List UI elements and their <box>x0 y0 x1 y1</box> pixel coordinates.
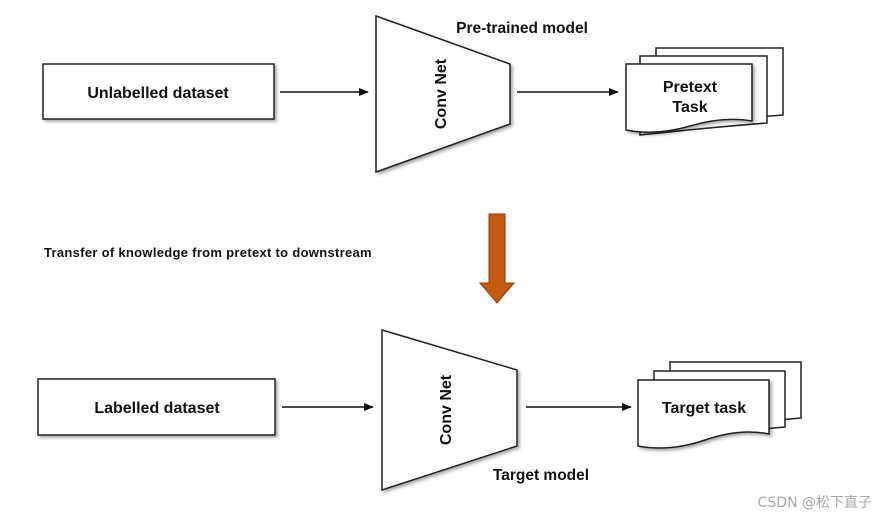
pretrained-model-caption: Pre-trained model <box>456 20 588 37</box>
transfer-arrow-icon <box>478 213 516 304</box>
convnet-label-bottom: Conv Net <box>438 374 455 445</box>
transfer-section: Transfer of knowledge from pretext to do… <box>44 213 516 304</box>
top-pipeline: Unlabelled dataset Conv Net Pre-trained … <box>42 14 784 174</box>
target-convnet: Conv Net <box>381 328 518 492</box>
unlabelled-dataset-box: Unlabelled dataset <box>42 63 275 120</box>
pretext-task-documents: Pretext Task <box>625 47 784 136</box>
watermark-text: CSDN @松下直子 <box>757 495 872 511</box>
target-task-documents: Target task <box>637 361 802 449</box>
pretext-task-label-line1: Pretext <box>663 79 718 96</box>
pretext-task-label-line2: Task <box>672 99 707 116</box>
labelled-dataset-label: Labelled dataset <box>94 400 220 417</box>
bottom-pipeline: Labelled dataset Conv Net Target model T… <box>37 328 802 492</box>
convnet-label-top: Conv Net <box>433 58 450 129</box>
target-model-caption: Target model <box>493 467 589 484</box>
labelled-dataset-box: Labelled dataset <box>37 378 276 436</box>
transfer-caption: Transfer of knowledge from pretext to do… <box>44 245 372 260</box>
unlabelled-dataset-label: Unlabelled dataset <box>87 85 229 102</box>
target-task-label: Target task <box>662 400 746 417</box>
pretrained-convnet: Conv Net <box>375 14 511 174</box>
